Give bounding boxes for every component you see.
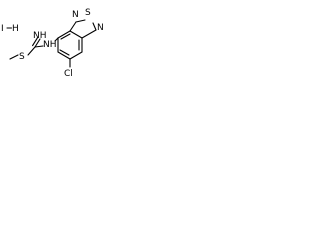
c-nh-double-bond-a xyxy=(34,38,41,48)
benzene-ring xyxy=(57,30,83,60)
imine-label: NH xyxy=(33,31,47,41)
ring-double-bond-inner-b xyxy=(59,49,70,56)
hydrogen-label: H xyxy=(12,24,19,34)
ring-nitrogen-bottom-label: N xyxy=(97,23,104,33)
chlorine-label: Cl xyxy=(64,69,73,79)
ring-bond-1 xyxy=(57,30,71,39)
s-c-bond xyxy=(27,46,36,56)
hydrogen-iodide: I H xyxy=(1,24,19,34)
ring-double-bond-inner-c xyxy=(60,33,71,40)
ring-bond-2 xyxy=(69,30,83,39)
thiadiazole-sulfur-label: S xyxy=(85,8,91,18)
thiadiazole-ring: N S N xyxy=(69,8,104,39)
ring-nitrogen-top-label: N xyxy=(72,10,79,20)
amine-label: NH xyxy=(43,40,57,50)
ring-bond-5 xyxy=(57,51,71,60)
thiadiazole-bond-3 xyxy=(92,22,97,31)
c-nh-double-bond-b xyxy=(32,37,39,47)
iodide-label: I xyxy=(1,24,4,34)
ring-bond-4 xyxy=(69,51,83,60)
methyl-s-bond xyxy=(9,54,19,60)
c-amine-bond xyxy=(34,45,44,48)
isothiourea-group: S NH NH xyxy=(9,31,59,62)
thiadiazole-bond-1 xyxy=(69,21,77,32)
thiadiazole-bond-4 xyxy=(81,29,97,39)
chlorine-substituent: Cl xyxy=(64,58,73,79)
chemical-structure: I H S NH NH N S N Cl xyxy=(1,8,104,79)
thioether-sulfur-label: S xyxy=(19,52,25,62)
thiadiazole-bond-2 xyxy=(75,19,86,23)
